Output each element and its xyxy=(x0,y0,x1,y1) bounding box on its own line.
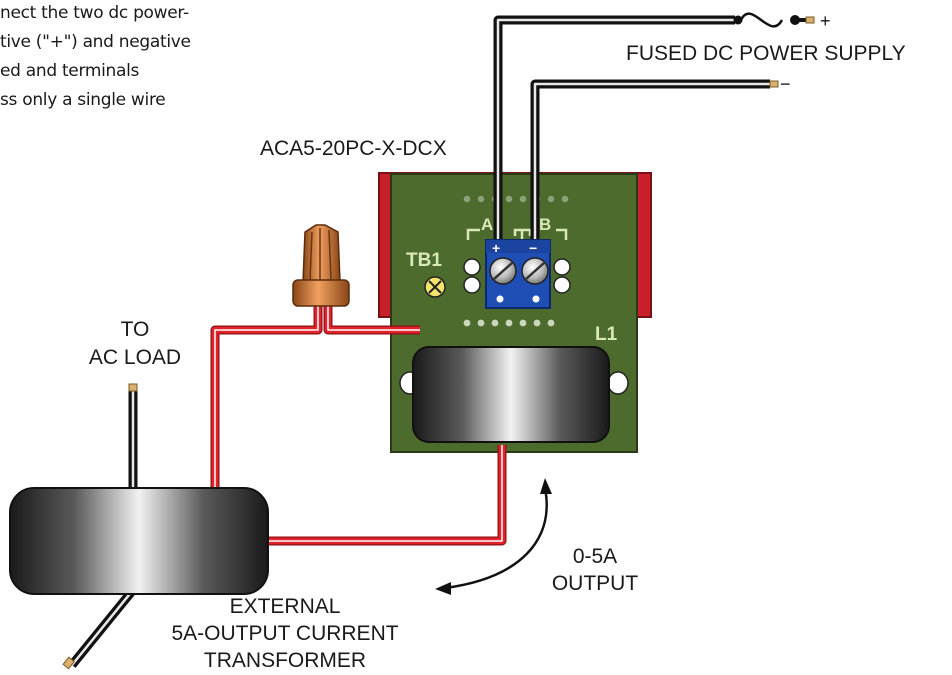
internal-ct-core xyxy=(412,346,610,443)
terminal-mount-holes xyxy=(463,258,571,294)
tb1-label: TB1 xyxy=(406,250,442,271)
terminal-block xyxy=(485,239,551,309)
dc-negative-wire xyxy=(530,79,770,248)
instruction-line-1: nect the two dc power- xyxy=(0,3,189,23)
ct-output-wire-left xyxy=(210,300,323,498)
terminal-plus-mark: + xyxy=(492,240,500,256)
terminal-minus-mark: − xyxy=(529,240,537,256)
part-number-label: ACA5-20PC-X-DCX xyxy=(260,137,447,160)
conductor-top-end xyxy=(128,383,138,392)
to-ac-load-label-line2: AC LOAD xyxy=(88,346,182,369)
external-ct-label-line1: EXTERNAL xyxy=(229,595,341,618)
ct-output-wire-right xyxy=(268,445,507,546)
tb1-screw-icon xyxy=(424,276,446,298)
instruction-line-3: ed and terminals xyxy=(0,61,140,81)
output-arrow xyxy=(435,478,552,595)
l1-label: L1 xyxy=(595,324,618,345)
terminal-a-label: A xyxy=(481,215,493,234)
external-ct-label-line3: TRANSFORMER xyxy=(203,649,367,672)
negative-wire-end xyxy=(769,80,779,88)
supply-minus-mark: − xyxy=(780,74,791,94)
bottom-pad-row xyxy=(463,319,555,327)
to-ac-load-label-line1: TO xyxy=(120,318,150,341)
conductor-bottom-end xyxy=(62,656,75,670)
wirenut-to-board-wire xyxy=(323,300,420,335)
supply-plus-mark: + xyxy=(820,11,831,31)
power-supply-label: FUSED DC POWER SUPPLY xyxy=(626,42,906,65)
terminal-b-label: B xyxy=(539,215,551,234)
wire-nut xyxy=(292,224,350,307)
external-ct-label-line2: 5A-OUTPUT CURRENT xyxy=(171,622,399,645)
instruction-line-2: tive ("+") and negative xyxy=(0,32,191,52)
terminal-bracket-marks xyxy=(466,228,568,240)
dc-positive-wire xyxy=(493,15,735,248)
external-ct-core xyxy=(9,487,269,595)
output-label-line2: OUTPUT xyxy=(551,572,639,595)
fuse-symbol xyxy=(733,12,815,28)
instruction-line-4: ss only a single wire xyxy=(0,90,166,110)
output-label-line1: 0-5A xyxy=(572,545,618,568)
